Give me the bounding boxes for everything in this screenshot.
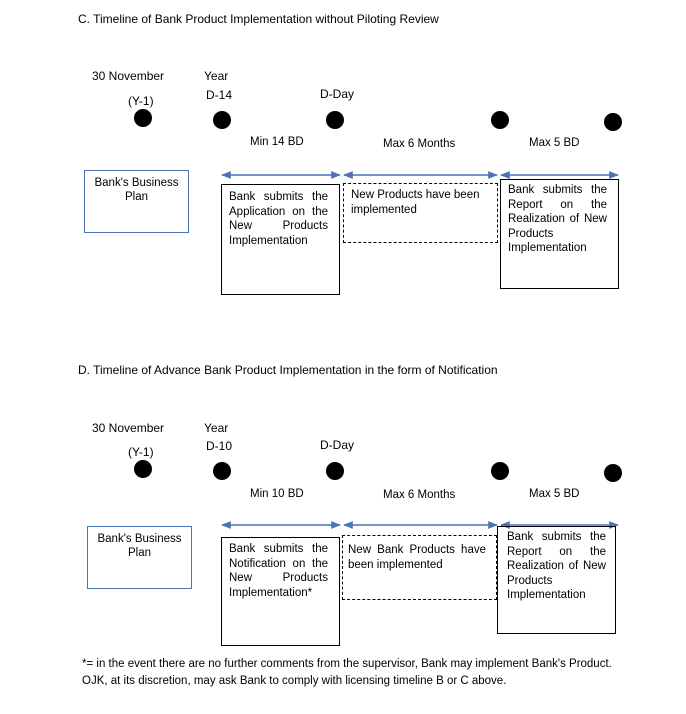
section-c-d-minus: D-14 (206, 88, 233, 102)
section-c-period-1: Min 14 BD (250, 136, 304, 148)
section-c-report-text: Bank submits the Report on the Realizati… (508, 184, 607, 254)
section-c-application-box (221, 184, 340, 295)
section-d-dot-4 (491, 462, 509, 480)
section-c-dot-2 (213, 111, 231, 129)
section-d-year-prev: (Y-1) (128, 445, 154, 459)
section-c-dot-1 (134, 109, 152, 127)
section-c-date-label: 30 November (92, 69, 165, 83)
section-d-dot-3 (326, 462, 344, 480)
section-c-implemented-text: New Products have been implemented (351, 189, 480, 216)
section-d-business-plan-box: Bank's Business Plan (87, 526, 192, 589)
footnote: *= in the event there are no further com… (82, 658, 612, 687)
section-c-period-3: Max 5 BD (529, 137, 580, 149)
section-d-dot-5 (604, 464, 622, 482)
section-d-year-label: Year (204, 421, 229, 435)
section-d-d-minus: D-10 (206, 439, 233, 453)
section-d-period-2: Max 6 Months (383, 489, 456, 501)
section-c-d-day: D-Day (320, 87, 355, 101)
section-d-date-label: 30 November (92, 421, 165, 435)
section-d-dot-2 (213, 462, 231, 480)
section-c-dot-3 (326, 111, 344, 129)
section-d-dot-1 (134, 460, 152, 478)
section-d-implemented-box (342, 535, 497, 600)
section-c-dot-5 (604, 113, 622, 131)
section-c-year-label: Year (204, 69, 229, 83)
section-d-title: D. Timeline of Advance Bank Product Impl… (78, 363, 498, 377)
section-d-notification-box (221, 537, 340, 646)
section-c-title: C. Timeline of Bank Product Implementati… (78, 12, 439, 26)
section-d-period-1: Min 10 BD (250, 488, 304, 500)
section-d-report-box (497, 526, 616, 634)
section-c-period-2: Max 6 Months (383, 138, 456, 150)
section-c-application-text: Bank submits the Application on the New … (229, 191, 328, 247)
section-c-year-prev: (Y-1) (128, 94, 154, 108)
section-c-dot-4 (491, 111, 509, 129)
section-d-period-3: Max 5 BD (529, 488, 580, 500)
section-d-d-day: D-Day (320, 438, 355, 452)
section-d-notification-text: Bank submits the Notification on the New… (229, 543, 328, 599)
section-d-implemented-text: New Bank Products have been implemented (348, 544, 486, 571)
section-c-business-plan-box: Bank's Business Plan (84, 170, 189, 233)
section-c-report-box (500, 179, 619, 289)
section-c-implemented-box (343, 183, 498, 243)
section-d-report-text: Bank submits the Report on the Realizati… (507, 531, 606, 601)
